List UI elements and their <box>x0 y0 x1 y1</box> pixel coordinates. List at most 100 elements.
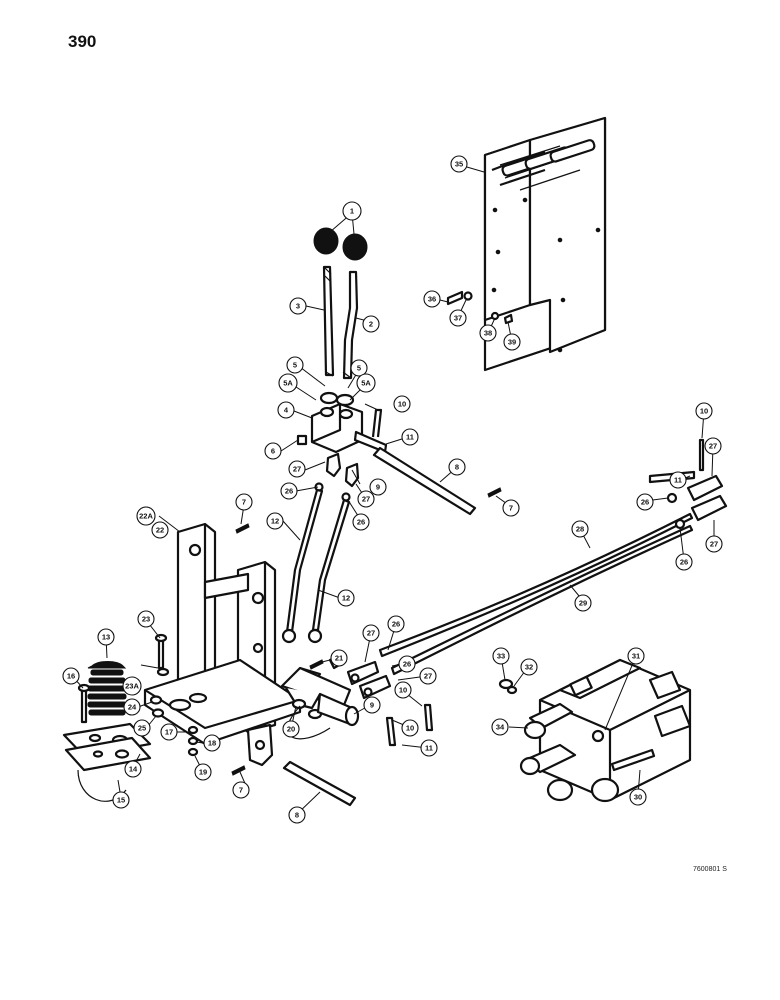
callout-14: 14 <box>124 760 142 778</box>
callout-18: 18 <box>203 734 221 752</box>
callout-label: 26 <box>392 620 400 629</box>
callout-10-lower-b: 10 <box>401 719 419 737</box>
callout-label: 8 <box>455 463 459 472</box>
control-rods-28-29 <box>378 512 694 676</box>
callout-label: 7 <box>509 504 513 513</box>
callout-16: 16 <box>62 667 80 685</box>
callout-5a-right: 5A <box>356 373 376 393</box>
callout-label: 20 <box>287 725 295 734</box>
callout-label: 27 <box>709 442 717 451</box>
cover-fasteners <box>446 290 514 325</box>
callout-9-upper: 9 <box>369 478 387 496</box>
callout-label: 23 <box>142 615 150 624</box>
callout-10-right: 10 <box>695 402 713 420</box>
lower-cross-shaft <box>280 666 434 807</box>
callout-label: 33 <box>497 652 505 661</box>
callout-10-lower-a: 10 <box>394 681 412 699</box>
callout-label: 26 <box>285 487 293 496</box>
small-fasteners-17-19 <box>187 725 199 757</box>
callout-label: 27 <box>424 672 432 681</box>
callout-7-lower: 7 <box>232 781 250 799</box>
callout-label: 35 <box>455 160 463 169</box>
callout-27-right-a: 27 <box>704 437 722 455</box>
callout-label: 30 <box>634 793 642 802</box>
callout-20: 20 <box>282 720 300 738</box>
callout-label: 27 <box>367 629 375 638</box>
callout-label: 37 <box>454 314 462 323</box>
callout-label: 9 <box>370 701 374 710</box>
connecting-rods-12 <box>281 488 351 644</box>
callout-label: 27 <box>293 465 301 474</box>
callout-5-left: 5 <box>286 356 304 374</box>
callout-35: 35 <box>450 155 468 173</box>
page-number: 390 <box>68 32 97 51</box>
callout-30: 30 <box>629 788 647 806</box>
callout-label: 10 <box>406 724 414 733</box>
callout-label: 24 <box>128 703 137 712</box>
callout-label: 3 <box>296 302 300 311</box>
callout-label: 25 <box>138 724 146 733</box>
callout-label: 5 <box>357 364 361 373</box>
callout-27-right-b: 27 <box>705 535 723 553</box>
callout-label: 22A <box>139 512 153 521</box>
callout-label: 12 <box>342 594 350 603</box>
callout-12-upper: 12 <box>266 512 284 530</box>
callout-26-upper-mid: 26 <box>352 513 370 531</box>
callout-5-right: 5 <box>350 359 368 377</box>
callout-13: 13 <box>97 628 115 646</box>
callout-1: 1 <box>342 201 362 221</box>
callout-26-right-b: 26 <box>675 553 693 571</box>
callout-12-lower: 12 <box>337 589 355 607</box>
callout-label: 39 <box>508 338 516 347</box>
callout-4: 4 <box>277 401 295 419</box>
callout-27-upper-left: 27 <box>288 460 306 478</box>
callout-28: 28 <box>571 520 589 538</box>
callout-label: 26 <box>680 558 688 567</box>
callout-17: 17 <box>160 723 178 741</box>
callout-11-bracket: 11 <box>401 428 419 446</box>
cover-35 <box>483 116 607 372</box>
callout-label: 34 <box>496 723 505 732</box>
callout-34: 34 <box>491 718 509 736</box>
callout-label: 29 <box>579 599 587 608</box>
callout-37: 37 <box>449 309 467 327</box>
callout-10-bracket: 10 <box>393 395 411 413</box>
callout-label: 13 <box>102 633 110 642</box>
callout-19: 19 <box>194 763 212 781</box>
callout-7-stand: 7 <box>235 493 253 511</box>
callout-label: 10 <box>398 400 406 409</box>
callout-label: 19 <box>199 768 207 777</box>
stand-22 <box>143 522 302 767</box>
callout-2: 2 <box>362 315 380 333</box>
callout-26-lower-b: 26 <box>398 655 416 673</box>
callout-24: 24 <box>123 698 141 716</box>
callout-label: 14 <box>129 765 138 774</box>
callout-label: 9 <box>376 483 380 492</box>
callout-3: 3 <box>289 297 307 315</box>
callout-11-lower: 11 <box>420 739 438 757</box>
callout-38: 38 <box>479 324 497 342</box>
roll-pins <box>231 487 502 776</box>
callout-label: 17 <box>165 728 173 737</box>
callout-25: 25 <box>133 719 151 737</box>
callout-31: 31 <box>627 647 645 665</box>
callout-label: 38 <box>484 329 492 338</box>
callout-22: 22 <box>151 521 169 539</box>
callout-26-lower-a: 26 <box>387 615 405 633</box>
callout-label: 26 <box>357 518 365 527</box>
control-valve <box>498 658 692 803</box>
callout-21: 21 <box>330 649 348 667</box>
callout-8-lower: 8 <box>288 806 306 824</box>
callout-label: 11 <box>674 476 682 485</box>
stand-fasteners <box>149 633 170 718</box>
callout-label: 5 <box>293 361 297 370</box>
callout-27-lower-a: 27 <box>362 624 380 642</box>
callout-label: 12 <box>271 517 279 526</box>
callout-32: 32 <box>520 658 538 676</box>
callout-label: 7 <box>239 786 243 795</box>
callout-22a: 22A <box>136 506 156 526</box>
callout-label: 15 <box>117 796 125 805</box>
callout-label: 26 <box>403 660 411 669</box>
callout-label: 31 <box>632 652 640 661</box>
